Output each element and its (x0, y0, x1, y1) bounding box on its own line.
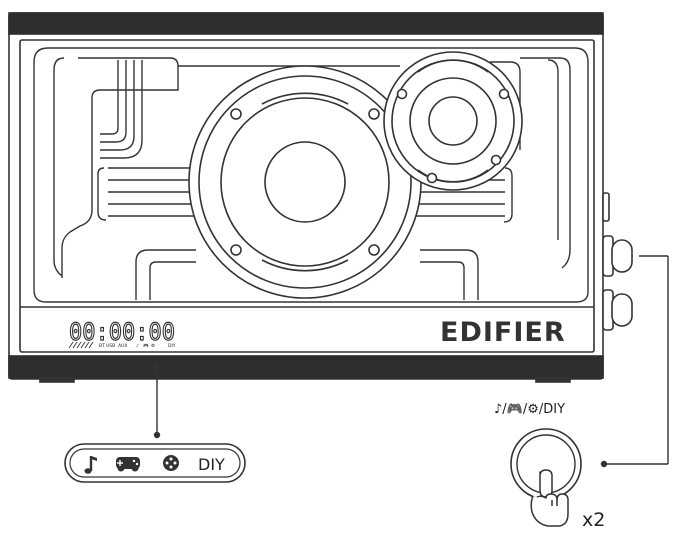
indicator-usb: USB (106, 343, 115, 349)
custom-mode-icon (163, 455, 179, 471)
woofer-driver (188, 65, 422, 299)
press-count: x2 (582, 509, 605, 531)
indicator-aux: AUX (118, 343, 127, 349)
display-callout (153, 363, 161, 439)
mode-button-caption: ♪/🎮/⚙/DIY (494, 402, 565, 417)
mode-button[interactable] (510, 428, 582, 500)
display-panel: 00:00:00 BT USB AUX ♪ 🎮 ⚙ DIY (68, 317, 176, 349)
indicator-diy: DIY (168, 343, 176, 349)
music-note-icon (84, 456, 97, 474)
knob-callout (600, 255, 669, 468)
side-knobs (602, 192, 633, 331)
mode-pill: DIY (64, 443, 246, 483)
display-time: 00:00:00 (69, 318, 175, 346)
indicator-custom: ⚙ (151, 343, 155, 349)
gamepad-icon (116, 457, 140, 472)
mode-indicator-row: BT USB AUX ♪ 🎮 ⚙ DIY (99, 343, 176, 349)
indicator-bt: BT (99, 343, 105, 349)
brand-logo-text: EDIFIER (440, 317, 566, 348)
tweeter-driver (383, 51, 523, 191)
level-bar-icon (68, 341, 94, 349)
diy-label: DIY (198, 455, 225, 474)
indicator-game: 🎮 (143, 343, 149, 349)
indicator-music: ♪ (136, 343, 139, 349)
pointing-hand-icon (530, 469, 569, 527)
